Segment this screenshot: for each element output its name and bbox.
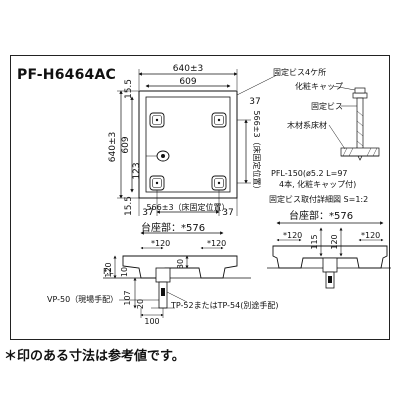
front-base-left: *120	[151, 239, 170, 248]
front-h-107: 107	[123, 290, 132, 305]
trap-label: TP-52またはTP-54(別途手配)	[170, 300, 278, 310]
corner-foot-icon	[211, 112, 227, 128]
side-h-115: 115	[310, 234, 319, 249]
screw-spec-line2: 4本, 化粧キャップ付)	[279, 179, 356, 189]
dim-inner-width: 609	[179, 77, 196, 87]
front-base-label: 台座部：*576	[141, 221, 205, 234]
side-base-label: 台座部：*576	[289, 209, 353, 222]
front-h-20: 20	[136, 299, 145, 309]
dim-overall-width: 640±3	[173, 64, 203, 74]
corner-foot-icon	[149, 175, 165, 191]
front-offset-100: 100	[144, 317, 159, 326]
dim-overall-height: 640±3	[108, 132, 118, 162]
front-h-120: 120	[104, 262, 113, 277]
floor-line-label: F.L	[103, 267, 114, 276]
dim-corner-right: 37	[222, 208, 233, 218]
side-base-right: *120	[361, 231, 380, 240]
dim-fix-width: 566±3（床固定位置）	[146, 202, 229, 212]
screw-spec-line1: PFL-150(ø5.2 L=97	[271, 169, 348, 178]
drain-pipe-label: VP-50（現場手配）	[47, 294, 118, 304]
plan-view: 640±3 609	[108, 64, 280, 218]
side-view: 台座部：*576 *120 *120 115 120	[267, 209, 391, 289]
drain-outlet-icon	[146, 150, 170, 162]
screw-detail-title: 固定ビス取付詳細図 S=1:2	[269, 194, 368, 204]
side-h-120: 120	[330, 234, 339, 249]
screw-count-note: 固定ビス4ケ所	[273, 67, 326, 77]
dim-inner-height: 609	[121, 136, 131, 153]
screw-label: 固定ビス	[311, 101, 343, 111]
corner-foot-icon	[149, 112, 165, 128]
dim-drain-offset: 123	[132, 162, 142, 179]
corner-foot-icon	[211, 175, 227, 191]
dim-margin-top: 15.5	[124, 79, 134, 99]
dim-margin-bottom: 15.5	[124, 196, 134, 216]
front-h-30: 30	[176, 259, 185, 269]
front-h-10: 10	[120, 267, 129, 277]
dim-corner-left: 37	[142, 208, 153, 218]
side-base-left: *120	[283, 231, 302, 240]
dim-fix-height: 566±3（床固定位置）	[252, 110, 262, 193]
floor-material-label: 木材系床材	[287, 120, 327, 130]
drawing-sheet: PF-H6464AC 640±3 609	[10, 55, 391, 340]
model-code: PF-H6464AC	[17, 67, 116, 83]
cap-label: 化粧キャップ	[295, 81, 343, 91]
footnote: ＊印のある寸法は参考値です。	[4, 349, 185, 364]
front-base-right: *120	[207, 239, 226, 248]
front-view: 台座部：*576 *120 *120 F.L 120 10 107 20 30 …	[47, 221, 278, 326]
screw-detail: 固定ビス4ケ所 化粧キャップ 固定ビス 木材系床材 PFL-150(ø5.2 L…	[269, 67, 380, 204]
dim-side-offset: 37	[249, 97, 260, 107]
technical-drawing: PF-H6464AC 640±3 609	[17, 64, 391, 326]
